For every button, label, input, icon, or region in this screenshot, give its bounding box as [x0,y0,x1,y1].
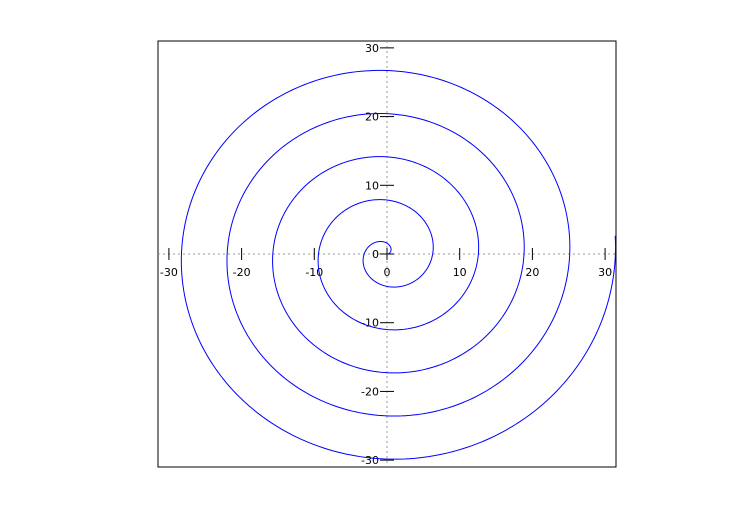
y-tick-label: 10 [365,179,379,192]
y-tick-label: 20 [365,111,379,124]
x-tick-label: -20 [233,266,251,279]
x-tick-label: 30 [598,266,612,279]
y-tick-label: -30 [361,454,379,467]
axes [158,41,616,467]
x-tick-label: -30 [160,266,178,279]
tick-marks [168,47,606,461]
y-tick-label: 30 [365,42,379,55]
x-tick-label: 0 [384,266,391,279]
y-tick-label: -20 [361,385,379,398]
x-tick-label: 20 [525,266,539,279]
x-tick-label: 10 [453,266,467,279]
y-tick-label: 0 [372,248,379,261]
y-tick-label: -10 [361,317,379,330]
spiral-series-line [180,69,616,460]
